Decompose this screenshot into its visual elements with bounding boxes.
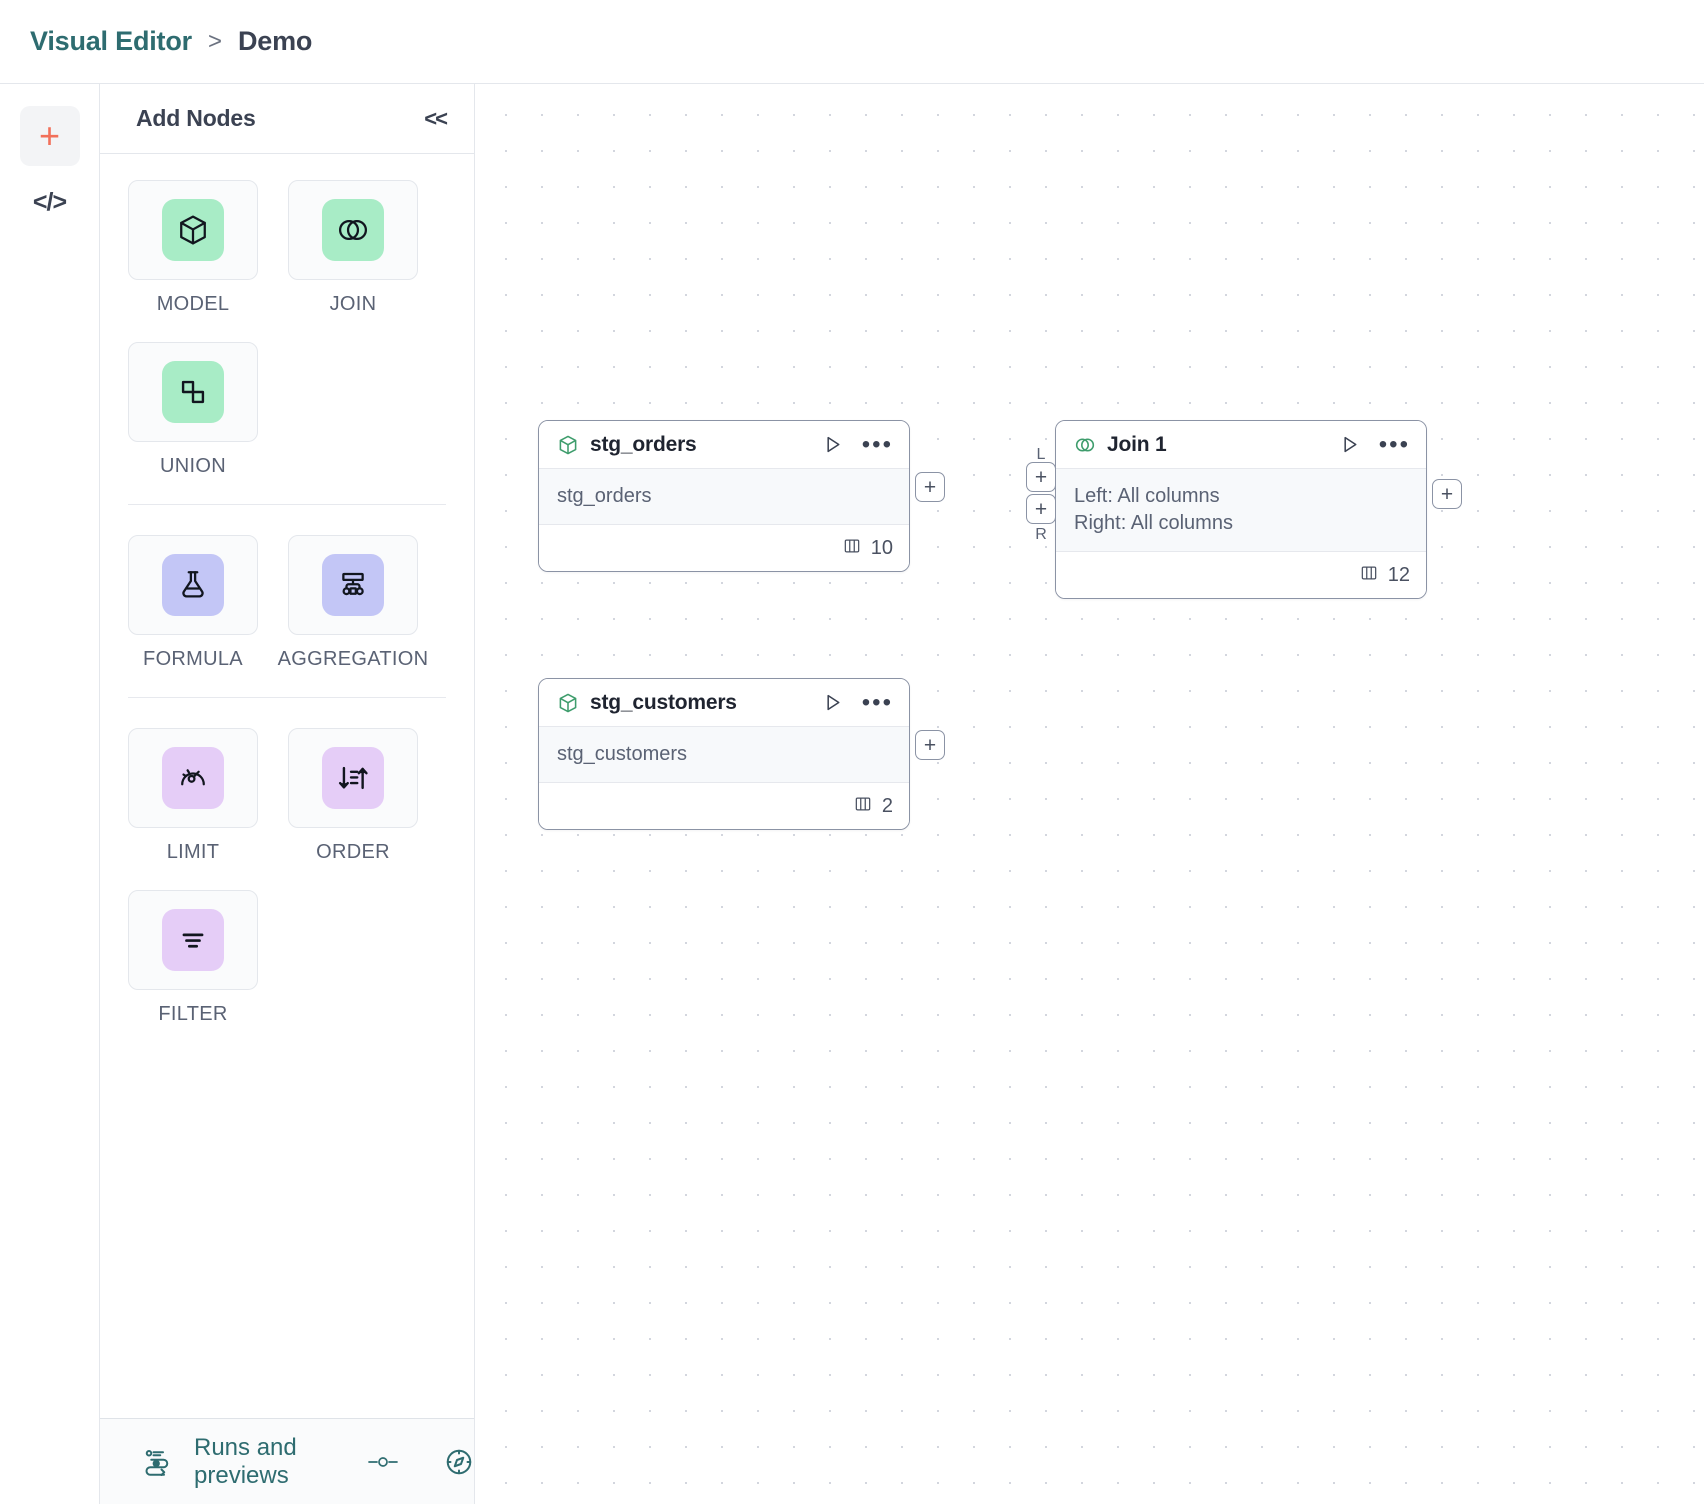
join-output-handle[interactable]: + [1432, 479, 1462, 509]
flow-node-header: stg_customers ••• [539, 679, 909, 727]
page-title: Demo [238, 26, 312, 57]
join-left-input-handle[interactable]: + [1026, 462, 1056, 492]
collapse-panel-icon[interactable]: << [424, 106, 446, 132]
flow-node-footer: 12 [1056, 552, 1426, 598]
flow-canvas[interactable]: stg_orders ••• stg_orders [475, 84, 1704, 1504]
play-icon[interactable] [821, 433, 844, 456]
join-right-input-handle[interactable]: + [1026, 494, 1056, 524]
columns-icon [853, 794, 873, 819]
palette-tile-formula[interactable] [128, 535, 258, 635]
flow-node-title: Join 1 [1107, 433, 1338, 457]
flow-node-stg-customers[interactable]: stg_customers ••• stg_customers [538, 678, 910, 830]
runs-flow-icon [142, 1447, 172, 1477]
cube-icon [557, 434, 579, 456]
palette-item-aggregation[interactable]: AGGREGATION [288, 535, 418, 671]
palette-label-model: MODEL [157, 293, 230, 316]
palette-label-formula: FORMULA [143, 648, 243, 671]
palette-tile-filter[interactable] [128, 890, 258, 990]
palette-item-filter[interactable]: FILTER [128, 890, 258, 1026]
flow-node-title: stg_orders [590, 433, 821, 457]
stg-customers-output-handle[interactable]: + [915, 730, 945, 760]
node-group-transforms: FORMULA [128, 504, 446, 671]
plus-icon: + [39, 118, 60, 154]
flow-node-body-line: stg_orders [557, 483, 891, 510]
column-count: 12 [1388, 564, 1410, 587]
column-count: 2 [882, 795, 893, 818]
stg-orders-output-handle[interactable]: + [915, 472, 945, 502]
venn-icon [1074, 434, 1096, 456]
sort-desc-icon [322, 747, 384, 809]
node-group-sources: MODEL JOIN [128, 180, 446, 478]
palette-tile-join[interactable] [288, 180, 418, 280]
palette-item-limit[interactable]: LIMIT [128, 728, 258, 864]
flask-icon [162, 554, 224, 616]
palette-tile-aggregation[interactable] [288, 535, 418, 635]
column-count: 10 [871, 537, 893, 560]
add-node-rail-button[interactable]: + [20, 106, 80, 166]
slider-toggle-icon[interactable] [366, 1449, 400, 1475]
flow-node-footer: 2 [539, 783, 909, 829]
palette-item-order[interactable]: ORDER [288, 728, 418, 864]
add-nodes-panel: Add Nodes << [100, 84, 474, 1418]
compass-icon[interactable] [444, 1447, 474, 1477]
hierarchy-icon [322, 554, 384, 616]
flow-node-header: stg_orders ••• [539, 421, 909, 469]
columns-icon [1359, 563, 1379, 588]
filter-lines-icon [162, 909, 224, 971]
icon-rail: + </> [0, 84, 100, 1504]
flow-node-body: Left: All columns Right: All columns [1056, 469, 1426, 552]
flow-node-stg-orders[interactable]: stg_orders ••• stg_orders [538, 420, 910, 572]
palette-tile-union[interactable] [128, 342, 258, 442]
palette-label-order: ORDER [316, 841, 390, 864]
palette-tile-limit[interactable] [128, 728, 258, 828]
gauge-icon [162, 747, 224, 809]
runs-and-previews-label[interactable]: Runs and previews [194, 1434, 332, 1490]
add-nodes-title: Add Nodes [136, 105, 256, 132]
flow-node-body: stg_customers [539, 727, 909, 783]
union-shapes-icon [162, 361, 224, 423]
play-icon[interactable] [1338, 433, 1361, 456]
flow-node-header: Join 1 ••• [1056, 421, 1426, 469]
flow-node-footer: 10 [539, 525, 909, 571]
editor-body: + </> Add Nodes << [0, 84, 1704, 1504]
palette-label-filter: FILTER [158, 1003, 227, 1026]
palette-tile-order[interactable] [288, 728, 418, 828]
cube-icon [162, 199, 224, 261]
join-right-input-label: R [1026, 526, 1056, 544]
node-group-refiners: LIMIT [128, 697, 446, 1026]
palette-item-formula[interactable]: FORMULA [128, 535, 258, 671]
more-horizontal-icon[interactable]: ••• [862, 439, 893, 451]
palette-tile-model[interactable] [128, 180, 258, 280]
more-horizontal-icon[interactable]: ••• [862, 697, 893, 709]
palette-item-join[interactable]: JOIN [288, 180, 418, 316]
breadcrumb-root-link[interactable]: Visual Editor [30, 26, 192, 57]
flow-node-body: stg_orders [539, 469, 909, 525]
palette-item-union[interactable]: UNION [128, 342, 258, 478]
more-horizontal-icon[interactable]: ••• [1379, 439, 1410, 451]
play-icon[interactable] [821, 691, 844, 714]
add-nodes-panel-header: Add Nodes << [100, 84, 474, 154]
breadcrumb-separator-icon: > [208, 28, 222, 56]
columns-icon [842, 536, 862, 561]
breadcrumb: Visual Editor > Demo [0, 0, 1704, 84]
palette-label-limit: LIMIT [167, 841, 220, 864]
flow-node-title: stg_customers [590, 691, 821, 715]
code-icon: </> [33, 188, 66, 217]
palette-label-join: JOIN [330, 293, 377, 316]
flow-node-body-line-right: Right: All columns [1074, 510, 1408, 537]
runs-and-previews-bar: Runs and previews [100, 1418, 474, 1504]
code-view-rail-button[interactable]: </> [20, 172, 80, 232]
venn-icon [322, 199, 384, 261]
palette-label-aggregation: AGGREGATION [278, 648, 429, 671]
palette-label-union: UNION [160, 455, 226, 478]
cube-icon [557, 692, 579, 714]
flow-node-body-line: stg_customers [557, 741, 891, 768]
flow-node-join-1[interactable]: Join 1 ••• Left: All columns Right: All … [1055, 420, 1427, 599]
left-column: Add Nodes << [100, 84, 475, 1504]
palette-item-model[interactable]: MODEL [128, 180, 258, 316]
flow-node-body-line-left: Left: All columns [1074, 483, 1408, 510]
node-palette: MODEL JOIN [100, 154, 474, 1026]
